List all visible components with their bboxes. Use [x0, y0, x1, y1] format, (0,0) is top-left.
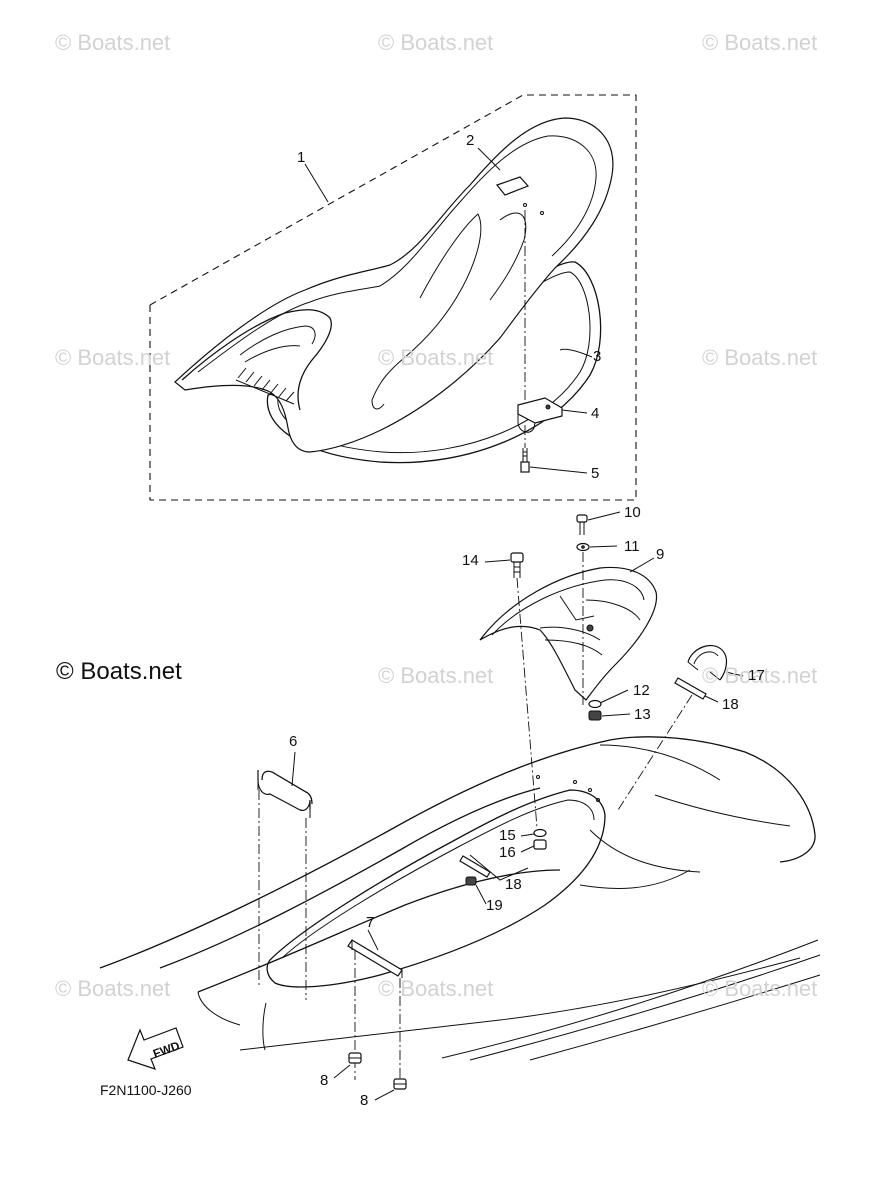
hook-plate — [347, 939, 403, 978]
callout-18-lower: 18 — [505, 876, 522, 893]
seat-label-tag — [496, 176, 530, 196]
plate-18-lower — [459, 855, 491, 878]
screw-19 — [465, 876, 477, 886]
nut-8-left — [348, 1052, 362, 1064]
callout-3: 3 — [593, 348, 602, 365]
washer-12 — [588, 699, 602, 709]
callout-1: 1 — [297, 149, 306, 166]
callout-18-upper: 18 — [722, 696, 739, 713]
nut-16 — [533, 839, 547, 850]
nut-8-right — [393, 1078, 407, 1090]
fwd-arrow-icon: FWD — [127, 1027, 184, 1070]
callout-11: 11 — [624, 538, 640, 555]
storage-lid — [479, 566, 658, 701]
plate-18-upper — [674, 677, 707, 700]
hull-deck — [99, 736, 821, 1061]
grab-handle — [257, 770, 313, 818]
callout-7: 7 — [366, 914, 375, 931]
washer-11 — [576, 542, 590, 552]
callout-14: 14 — [462, 552, 479, 569]
callout-12: 12 — [633, 682, 650, 699]
callout-5: 5 — [591, 465, 600, 482]
screw-10 — [576, 514, 588, 535]
u-bolt — [687, 645, 728, 681]
nut-13 — [588, 710, 602, 721]
seat-bracket — [517, 397, 563, 433]
callout-6: 6 — [289, 733, 298, 750]
callout-10: 10 — [624, 504, 641, 521]
callout-2: 2 — [466, 132, 475, 149]
callout-16: 16 — [499, 844, 516, 861]
callout-19: 19 — [486, 897, 503, 914]
seat-assembly-boundary — [149, 94, 637, 501]
callout-9: 9 — [656, 546, 665, 563]
brand-label: © Boats.net — [56, 658, 182, 685]
callout-8-right: 8 — [360, 1092, 369, 1109]
seat-bolt — [520, 448, 530, 473]
diagram-code: F2N1100-J260 — [100, 1082, 192, 1098]
seat-cushion — [174, 117, 614, 453]
washer-15 — [533, 828, 547, 838]
callout-17: 17 — [748, 667, 765, 684]
callout-15: 15 — [499, 827, 516, 844]
callout-8-left: 8 — [320, 1072, 329, 1089]
callout-13: 13 — [634, 706, 651, 723]
callout-4: 4 — [591, 405, 600, 422]
bolt-14 — [510, 552, 524, 578]
